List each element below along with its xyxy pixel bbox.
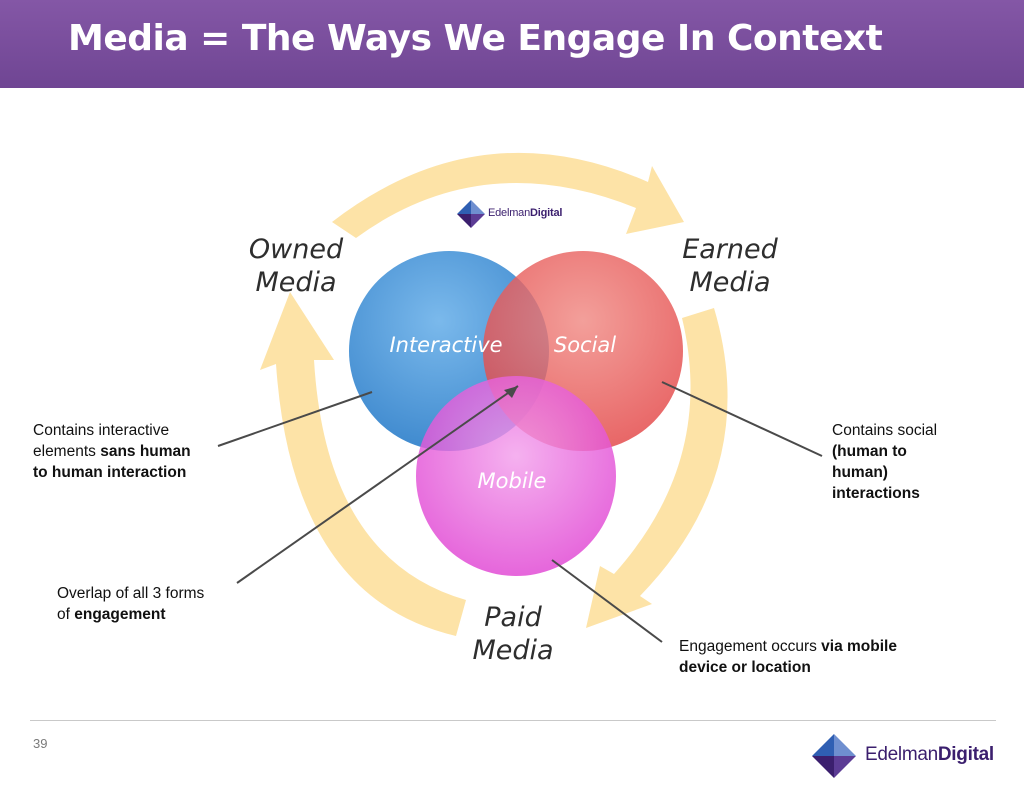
venn-diagram [349,251,683,576]
arrow-paid-to-owned [260,292,466,636]
earned-label-line2: Media [689,267,770,298]
note-overlap: Overlap of all 3 forms of engagement [57,583,257,625]
arrow-earned-to-paid [586,308,728,628]
owned-label-line2: Media [255,267,336,298]
callout-line-social [661,381,823,457]
callout-line-overlap [236,385,519,584]
page-number: 39 [33,736,48,751]
callout-line-interactive [217,391,373,447]
paid-label-line1: Paid [484,602,542,633]
note-mobile: Engagement occurs via mobile device or l… [679,636,979,678]
note-interactive-line2-regular: elements [33,443,101,460]
note-overlap-line2-regular: of [57,606,75,623]
logo-text-edelman: Edelman [865,744,938,765]
note-overlap-line1: Overlap of all 3 forms [57,585,205,602]
note-mobile-line1-regular: Engagement occurs [679,638,822,655]
note-mobile-line2: device or location [679,657,979,678]
note-social-line4: interactions [832,483,992,504]
mini-logo-text-digital: Digital [530,207,563,219]
edelman-logo-icon [457,200,485,228]
footer-logo: EdelmanDigital [808,730,998,782]
note-social-line2: (human to [832,441,992,462]
note-social: Contains social (human to human) interac… [832,420,992,504]
mobile-label: Mobile [478,469,547,493]
cycle-arrows [260,152,728,636]
note-interactive-line2: elements sans human [33,441,233,462]
footer-divider [30,720,996,721]
note-interactive-line2-bold: sans human [100,443,191,460]
earned-label-line1: Earned [682,234,778,265]
callout-line-mobile [551,559,663,643]
owned-label-line1: Owned [249,234,344,265]
note-mobile-line1: Engagement occurs via mobile [679,636,979,657]
social-label: Social [554,333,616,357]
page-title: Media = The Ways We Engage In Context [68,18,883,59]
diagram-logo: EdelmanDigital [455,196,585,232]
note-overlap-line2-bold: engagement [74,606,166,623]
note-social-line3: human) [832,462,992,483]
note-social-line1: Contains social [832,422,938,439]
paid-label-line2: Media [472,635,553,666]
overlap-arrowhead [504,386,518,398]
note-social-line2-bold: (human to [832,443,907,460]
note-mobile-line2-bold: device or location [679,659,811,676]
edelman-logo-icon [812,734,856,778]
note-interactive-line3: to human interaction [33,462,233,483]
mobile-circle [416,376,616,576]
interactive-label: Interactive [389,333,502,357]
note-interactive: Contains interactive elements sans human… [33,420,233,483]
title-bar: Media = The Ways We Engage In Context [0,0,1024,88]
note-mobile-line1-bold: via mobile [821,638,897,655]
mini-logo-text-edelman: Edelman [488,207,531,219]
arrow-owned-to-earned [332,152,684,238]
note-social-line4-bold: interactions [832,485,920,502]
note-interactive-line1: Contains interactive [33,422,170,439]
note-social-line3-bold: human) [832,464,888,481]
note-interactive-line3-bold: to human interaction [33,464,187,481]
note-overlap-line2: of engagement [57,604,257,625]
logo-text-digital: Digital [937,744,994,765]
